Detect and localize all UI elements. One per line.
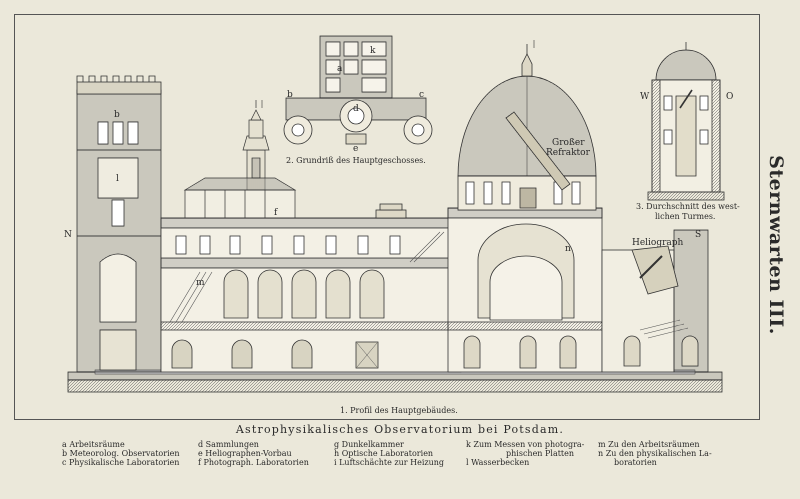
label-b-tower: b <box>114 110 120 120</box>
legend-col-2: d Sammlungen e Heliographen-Vorbau f Pho… <box>198 440 309 467</box>
heliograph-wing <box>601 229 709 373</box>
plan-label-e: e <box>353 144 359 154</box>
side-title: Sternwarten III. <box>765 155 787 335</box>
plan-label-d: d <box>353 104 359 114</box>
legend-item: l Wasserbecken <box>466 458 530 467</box>
caption-durchschnitt-1: 3. Durchschnitt des west- <box>636 202 740 211</box>
label-north: N <box>64 230 72 240</box>
main-hall <box>160 203 462 373</box>
photo-lab-roof <box>183 177 297 221</box>
left-tower <box>76 75 162 373</box>
legend-item: b Meteorolog. Observatorien <box>62 449 180 458</box>
plate-frame <box>14 14 760 420</box>
label-l-tower: l <box>116 174 119 184</box>
label-refraktor-2: Refraktor <box>546 148 590 158</box>
legend-item: n Zu den physikalischen La- <box>598 449 712 458</box>
legend-item: h Optische Laboratorien <box>334 449 434 458</box>
legend-item: a Arbeitsräume <box>62 440 125 449</box>
floor-plan <box>283 35 433 145</box>
caption-durchschnitt-2: lichen Turmes. <box>655 212 716 221</box>
legend-col-1: a Arbeitsräume b Meteorolog. Observatori… <box>62 440 180 467</box>
legend-item: c Physikalische Laboratorien <box>62 458 180 467</box>
legend-item: phischen Platten <box>506 449 575 458</box>
plan-label-k: k <box>370 46 376 56</box>
legend-item: k Zum Messen von photogra- <box>466 440 585 449</box>
label-m: m <box>196 278 205 288</box>
plan-label-a: a <box>337 64 343 74</box>
legend-item: i Luftschächte zur Heizung <box>334 458 445 467</box>
label-heliograph: Heliograph <box>632 238 684 248</box>
caption-profil: 1. Profil des Hauptgebäudes. <box>340 406 458 415</box>
label-n: n <box>565 244 571 254</box>
legend-item: f Photograph. Laboratorien <box>198 458 309 467</box>
label-f-lab: f <box>274 208 278 218</box>
main-dome-building <box>447 44 603 373</box>
tower-section <box>647 42 725 201</box>
legend-col-3: g Dunkelkammer h Optische Laboratorien i… <box>334 440 444 467</box>
main-title: Astrophysikalisches Observatorium bei Po… <box>235 423 565 436</box>
legend-item: e Heliographen-Vorbau <box>198 449 292 458</box>
legend-item: m Zu den Arbeitsräumen <box>598 440 700 449</box>
foundation <box>67 369 723 393</box>
legend-item: g Dunkelkammer <box>334 440 404 449</box>
plan-label-b: b <box>287 90 293 100</box>
legend-item: boratorien <box>614 458 657 467</box>
caption-grundriss: 2. Grundriß des Hauptgeschosses. <box>286 156 426 165</box>
legend-col-4: k Zum Messen von photogra- phischen Plat… <box>466 440 584 467</box>
label-south: S <box>695 230 702 240</box>
label-refraktor-1: Großer <box>552 138 585 148</box>
center-spire <box>242 100 270 191</box>
decor-lines <box>261 40 535 108</box>
legend-item: d Sammlungen <box>198 440 259 449</box>
label-east: O <box>726 92 734 102</box>
great-refractor-telescope <box>505 111 571 209</box>
legend-col-5: m Zu den Arbeitsräumen n Zu den physikal… <box>598 440 712 467</box>
label-west: W <box>640 92 650 102</box>
plan-label-c: c <box>419 90 425 100</box>
